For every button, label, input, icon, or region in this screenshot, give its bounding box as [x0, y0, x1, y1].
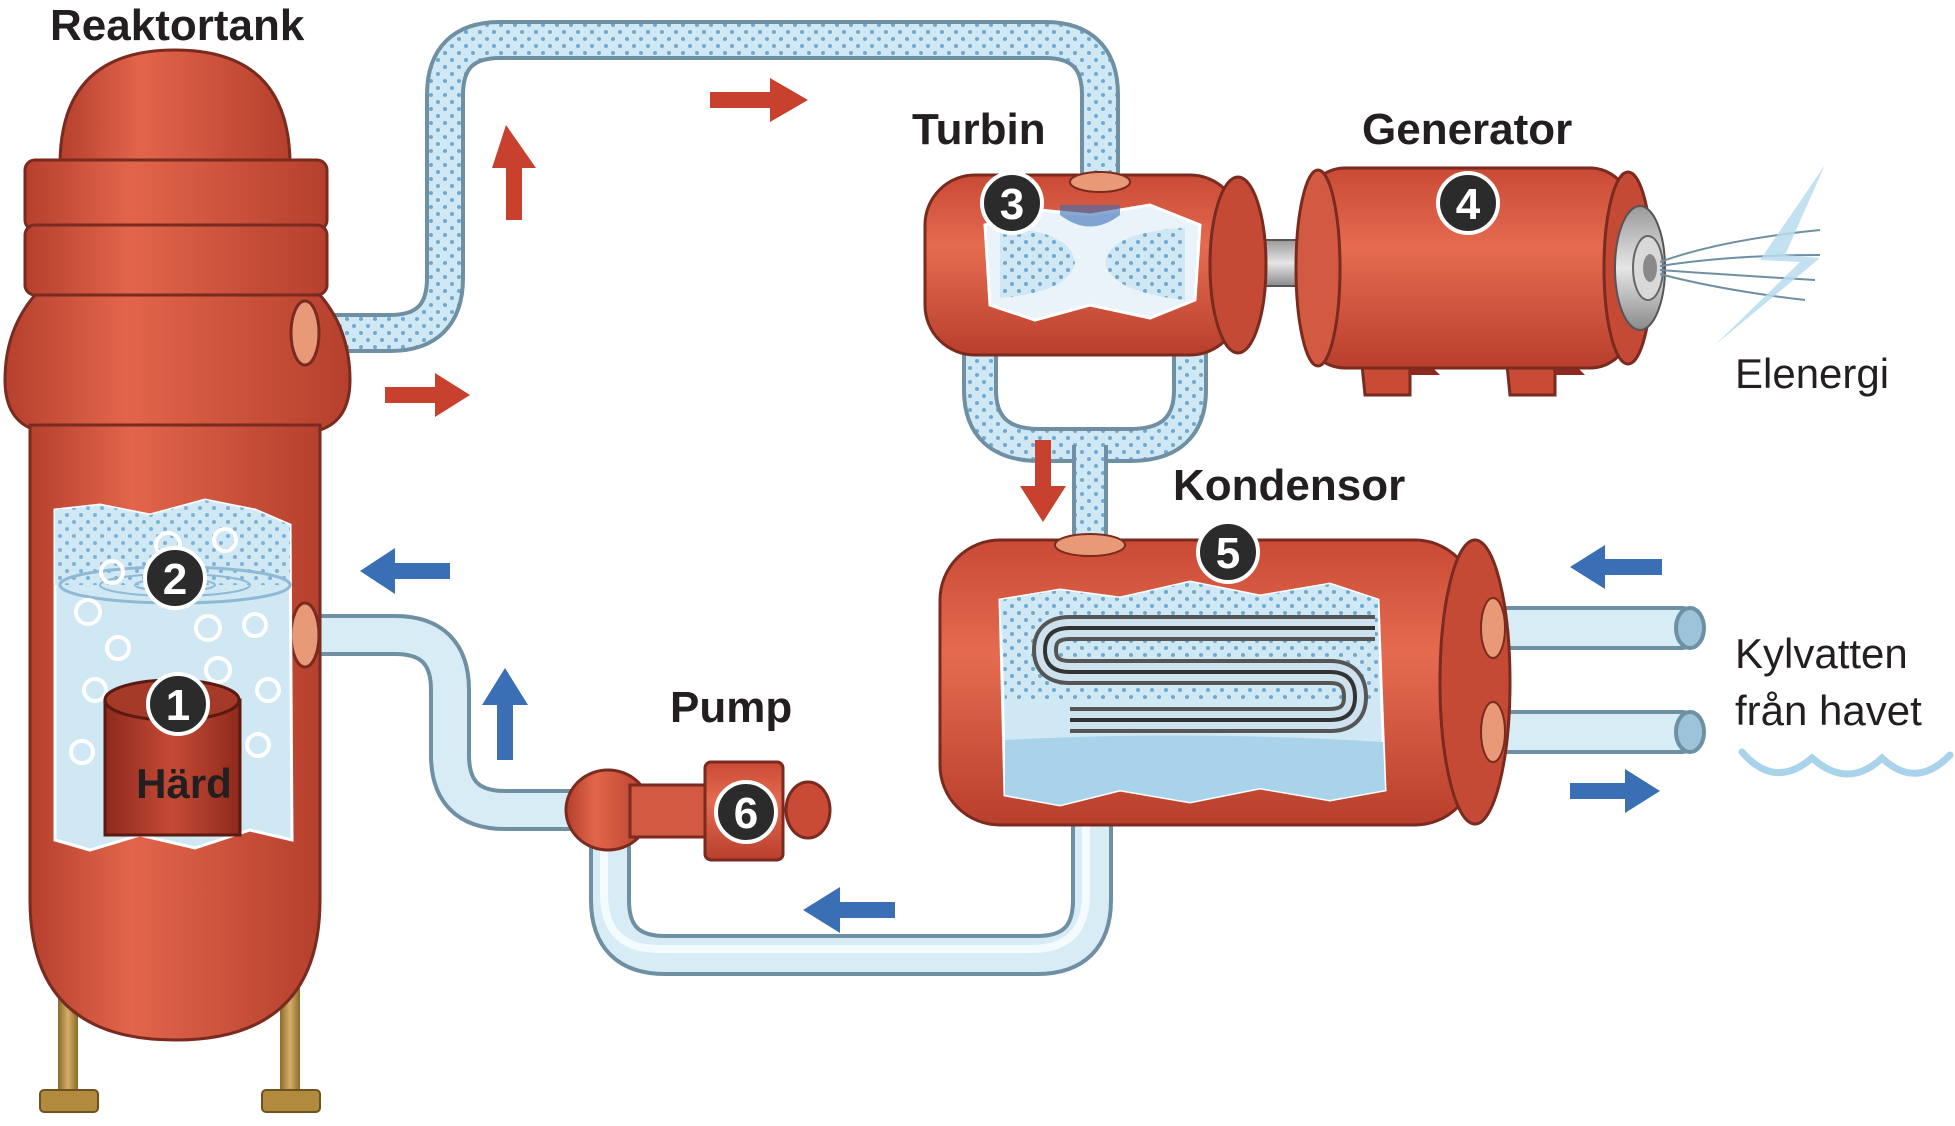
marker-3: 3 [980, 171, 1044, 235]
steam-flow-arrow-right-reactor [385, 373, 470, 417]
pump [564, 760, 832, 862]
lightning-icon [1715, 165, 1825, 345]
cooling-water-arrow-in [1570, 545, 1662, 589]
labels: Reaktortank Turbin Generator Kondensor P… [50, 1, 1922, 734]
steam-flow-arrow-right-top [710, 78, 808, 122]
marker-1: 1 [146, 672, 210, 736]
pipes [305, 20, 1706, 976]
svg-text:2: 2 [163, 555, 187, 604]
water-flow-arrow-left-bottom [803, 887, 895, 933]
marker-4: 4 [1436, 171, 1500, 235]
marker-5: 5 [1196, 520, 1260, 584]
marker-2: 2 [143, 546, 207, 610]
water-pipe-condenser-to-pump [589, 820, 1113, 976]
cooling-water-outlet-pipe [1488, 710, 1692, 754]
number-markers: 1 2 3 4 5 6 [143, 171, 1500, 844]
cooling-water-inlet-pipe [1488, 606, 1692, 650]
cooling-water-arrow-out [1570, 769, 1660, 813]
flow-arrows [360, 78, 1662, 933]
svg-text:5: 5 [1216, 529, 1240, 578]
water-flow-arrow-up [482, 668, 528, 760]
core-label: Härd [136, 760, 232, 807]
cooling-water-label-line1: Kylvatten [1735, 630, 1908, 677]
steam-flow-arrow-up [492, 125, 536, 220]
generator [1294, 165, 1825, 397]
electric-energy-label: Elenergi [1735, 350, 1889, 397]
turbine-label: Turbin [912, 105, 1046, 154]
sea-waves-icon [1738, 748, 1954, 778]
condenser-label: Kondensor [1173, 461, 1405, 510]
pump-label: Pump [670, 683, 792, 732]
steam-flow-arrow-down [1020, 440, 1066, 522]
cooling-water-label-line2: från havet [1735, 687, 1922, 734]
svg-text:4: 4 [1456, 180, 1481, 229]
condenser [938, 533, 1512, 827]
svg-text:3: 3 [1000, 180, 1024, 229]
generator-label: Generator [1362, 105, 1572, 154]
svg-text:1: 1 [166, 681, 190, 730]
marker-6: 6 [714, 780, 778, 844]
water-flow-arrow-left-reactor [360, 548, 450, 594]
svg-text:6: 6 [734, 789, 758, 838]
reactor-tank-label: Reaktortank [50, 1, 305, 50]
